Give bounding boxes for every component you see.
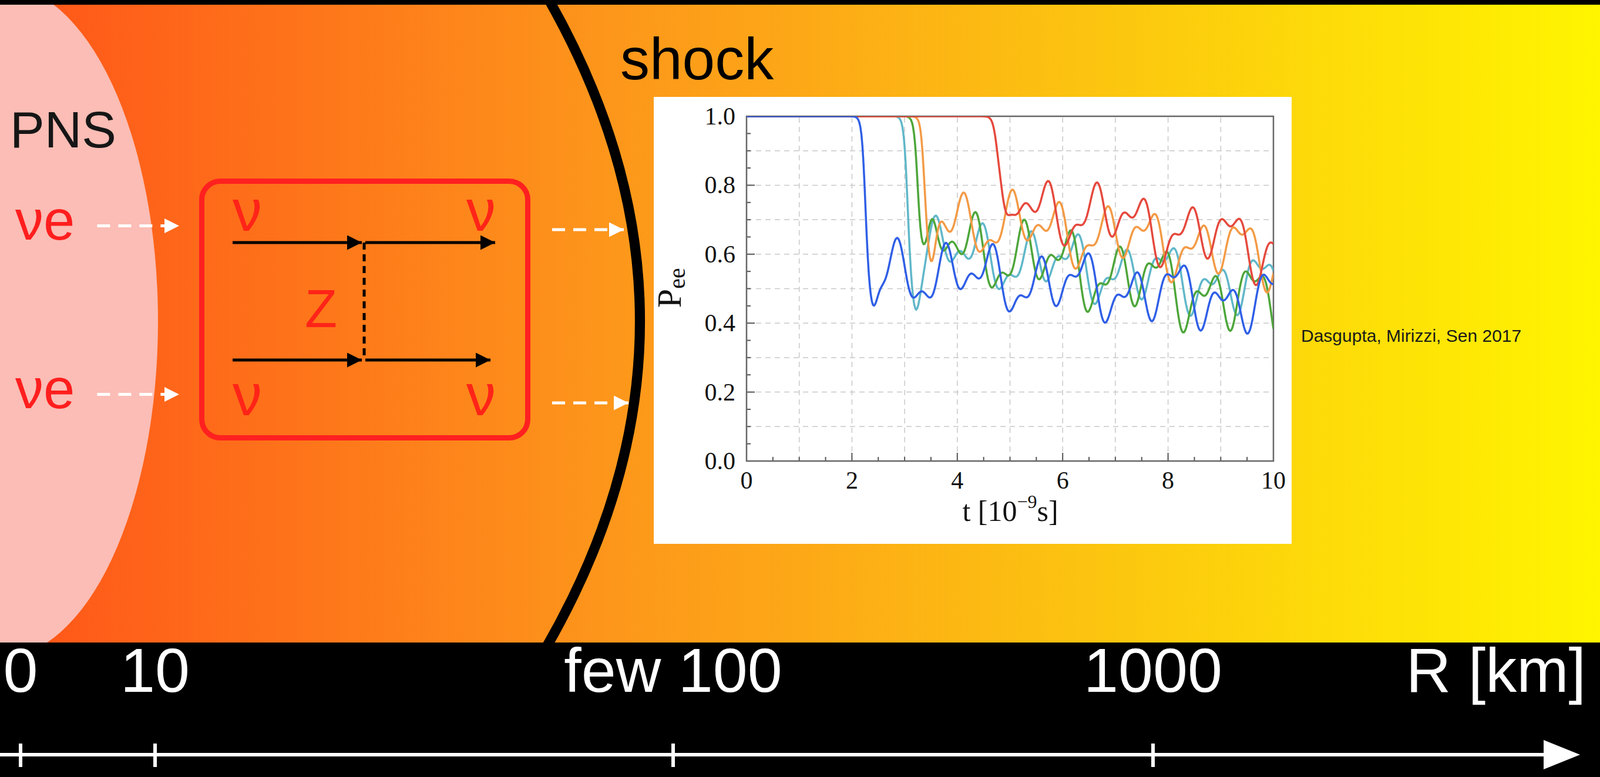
label-slot: −9 (1016, 505, 1037, 524)
label-slot: 10 (120, 639, 190, 702)
neutrino-label: ν (232, 365, 262, 425)
label-slot: 0 (740, 468, 754, 493)
label-slot: 0.6 (704, 241, 736, 267)
region-label: PNS (9, 103, 117, 156)
tick-label: 0.2 (704, 380, 736, 405)
boson-label: Z (304, 282, 338, 336)
label-slot: 4 (950, 468, 964, 493)
text-slot: ν (466, 365, 496, 425)
axis-tick-label: 10 (120, 639, 190, 702)
tick-label: 4 (950, 468, 964, 493)
chart-plot (746, 116, 1274, 462)
label-slot: 0.0 (704, 448, 736, 474)
axis-arrowhead (1543, 740, 1581, 770)
tick-label: 8 (1161, 468, 1175, 493)
label-slot: shock (620, 29, 774, 89)
axis-tick-label: 0 (3, 639, 39, 702)
probability-curve (746, 116, 1274, 333)
tick-label: 0.0 (704, 448, 736, 474)
label-slot: 0.2 (704, 380, 736, 405)
axis-title: R [km] (1406, 639, 1586, 702)
neutrino-label: νe (15, 192, 75, 249)
text-slot: ν (232, 180, 262, 240)
radius-axis (0, 743, 1551, 768)
axis-label: s] (1036, 496, 1058, 526)
probability-curve (746, 116, 1274, 285)
label-slot: 10 (1261, 468, 1286, 493)
background (0, 4, 1600, 643)
label-slot: P (652, 288, 687, 308)
text-slot: ν (466, 180, 496, 240)
label-slot: 0.8 (704, 172, 736, 198)
tick-label: 1.0 (704, 103, 736, 129)
probability-curve (746, 116, 1274, 317)
label-slot: t [10 (962, 496, 1017, 526)
label-slot: 6 (1056, 468, 1070, 493)
tick-label: 0.4 (704, 310, 736, 336)
label-slot: 1.0 (704, 103, 736, 129)
neutrino-label: ν (466, 180, 496, 240)
label-slot: 0 (3, 639, 39, 702)
label-slot: s] (1036, 496, 1058, 526)
tick-label: 10 (1261, 468, 1286, 493)
tick-label: 0 (740, 468, 754, 493)
outgoing-neutrino-arrow (552, 229, 629, 403)
axis-superscript: −9 (1016, 492, 1037, 512)
label-slot: 1000 (1083, 639, 1223, 702)
neutrino-label: νe (15, 360, 75, 418)
label-slot: R [km] (1406, 639, 1586, 702)
axis-tick-label: 1000 (1083, 639, 1223, 702)
citation: Dasgupta, Mirizzi, Sen 2017 (1301, 327, 1522, 345)
tick-label: 0.8 (704, 172, 736, 198)
neutrino-label: ν (232, 180, 262, 240)
axis-label: P (652, 288, 687, 308)
tick-label: 0.6 (704, 241, 736, 267)
axis-label: t [10 (962, 496, 1017, 526)
axis-tick-label: few 100 (563, 639, 782, 702)
text-slot: Z (304, 282, 338, 336)
tick-label: 2 (845, 468, 859, 493)
star-outline (0, 4, 159, 643)
interaction-box: ννZνν (199, 178, 531, 441)
shock-front (545, 0, 641, 649)
probability-curve (746, 116, 1274, 334)
chart-panel (653, 96, 1292, 544)
text-slot: νe (15, 360, 75, 418)
label-slot: 0.4 (704, 310, 736, 336)
feynman-diagram (232, 242, 496, 361)
region-label: shock (620, 29, 774, 89)
label-slot: 8 (1161, 468, 1175, 493)
label-slot: 2 (845, 468, 859, 493)
axis-label-group: t [10−9s] (962, 496, 1058, 526)
tick-label: 6 (1056, 468, 1070, 493)
label-slot: Dasgupta, Mirizzi, Sen 2017 (1301, 327, 1522, 345)
label-slot: ee (665, 267, 689, 289)
text-slot: PNS (9, 103, 117, 156)
protoneutron-star: PNS νe νe (0, 4, 159, 643)
probability-curve (746, 116, 1274, 293)
label-slot: few 100 (563, 639, 782, 702)
text-slot: ν (232, 365, 262, 425)
axis-subscript: ee (665, 267, 689, 289)
text-slot: νe (15, 192, 75, 249)
neutrino-label: ν (466, 365, 496, 425)
